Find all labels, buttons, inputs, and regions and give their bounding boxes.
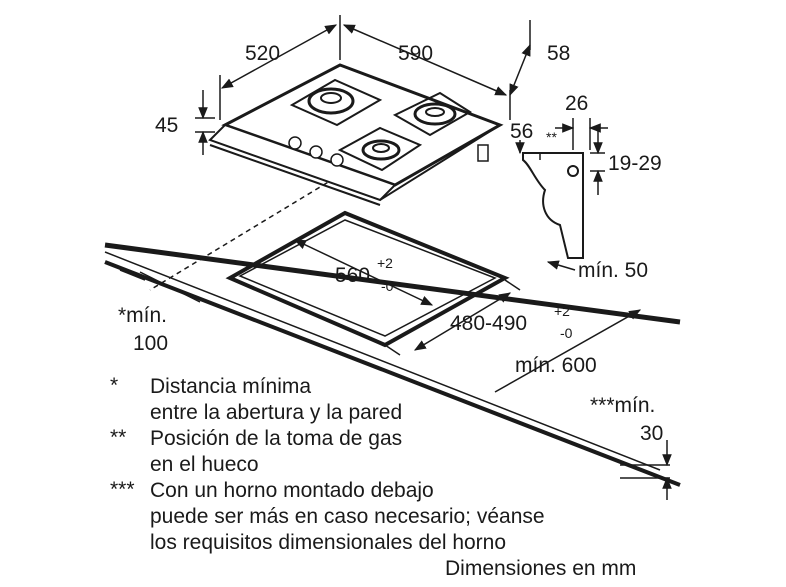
dimension-lines [119,15,672,500]
knob-3 [330,153,344,167]
dim-bracket-top: 26 [565,92,588,115]
dim-width-left: 520 [245,42,280,65]
note-3-line-2: puede ser más en caso necesario; véanse [150,505,545,528]
note-2-line-1: Posición de la toma de gas [150,427,403,450]
dim-bracket-range: 19-29 [608,152,662,175]
hob-foot [477,144,489,162]
dim-cutout-depth-tol-minus: -0 [560,325,573,341]
note-1-line-2: entre la abertura y la pared [150,401,403,424]
dim-min-100-line1: *mín. [118,304,167,327]
units-label: Dimensiones en mm [445,557,637,580]
dim-cutout-depth-tol-plus: +2 [554,303,570,319]
bracket-dimension-lines [515,118,608,195]
note-3-line-3: los requisitos dimensionales del horno [150,531,507,554]
note-1-line-1: Distancia mínima [150,375,312,398]
knob-2 [309,145,323,159]
dim-cutout-width-tol-plus: +2 [377,255,393,271]
dim-min-30-line2: 30 [640,422,663,445]
dim-depth-right: 58 [547,42,570,65]
dim-min-100-line2: 100 [133,332,168,355]
dim-bracket-side: 56 [510,120,533,143]
cutout [225,210,510,348]
control-knobs [288,136,344,167]
dim-width-top: 590 [398,42,433,65]
dim-cutout-width: 560 [335,264,370,287]
note-2-line-2: en el hueco [150,453,259,476]
dim-cutout-width-tol-minus: -0 [381,278,394,294]
dim-cutout-depth: 480-490 [450,312,527,335]
gas-connection-dashed-line [149,177,336,291]
note-3-mark: *** [110,478,135,501]
dim-min-30-line1: ***mín. [590,394,655,417]
dim-height: 45 [155,114,178,137]
note-1-mark: * [110,374,119,397]
burner-right [392,91,472,137]
hob [208,63,504,206]
note-3-line-1: Con un horno montado debajo [150,479,434,502]
dim-min-600: mín. 600 [515,354,597,377]
dim-bracket-side-mark: ** [546,129,557,145]
knob-1 [288,136,302,150]
dim-min-50: mín. 50 [578,259,648,282]
mounting-bracket [522,152,584,259]
note-2-mark: ** [110,426,127,449]
burner-front [337,126,423,172]
